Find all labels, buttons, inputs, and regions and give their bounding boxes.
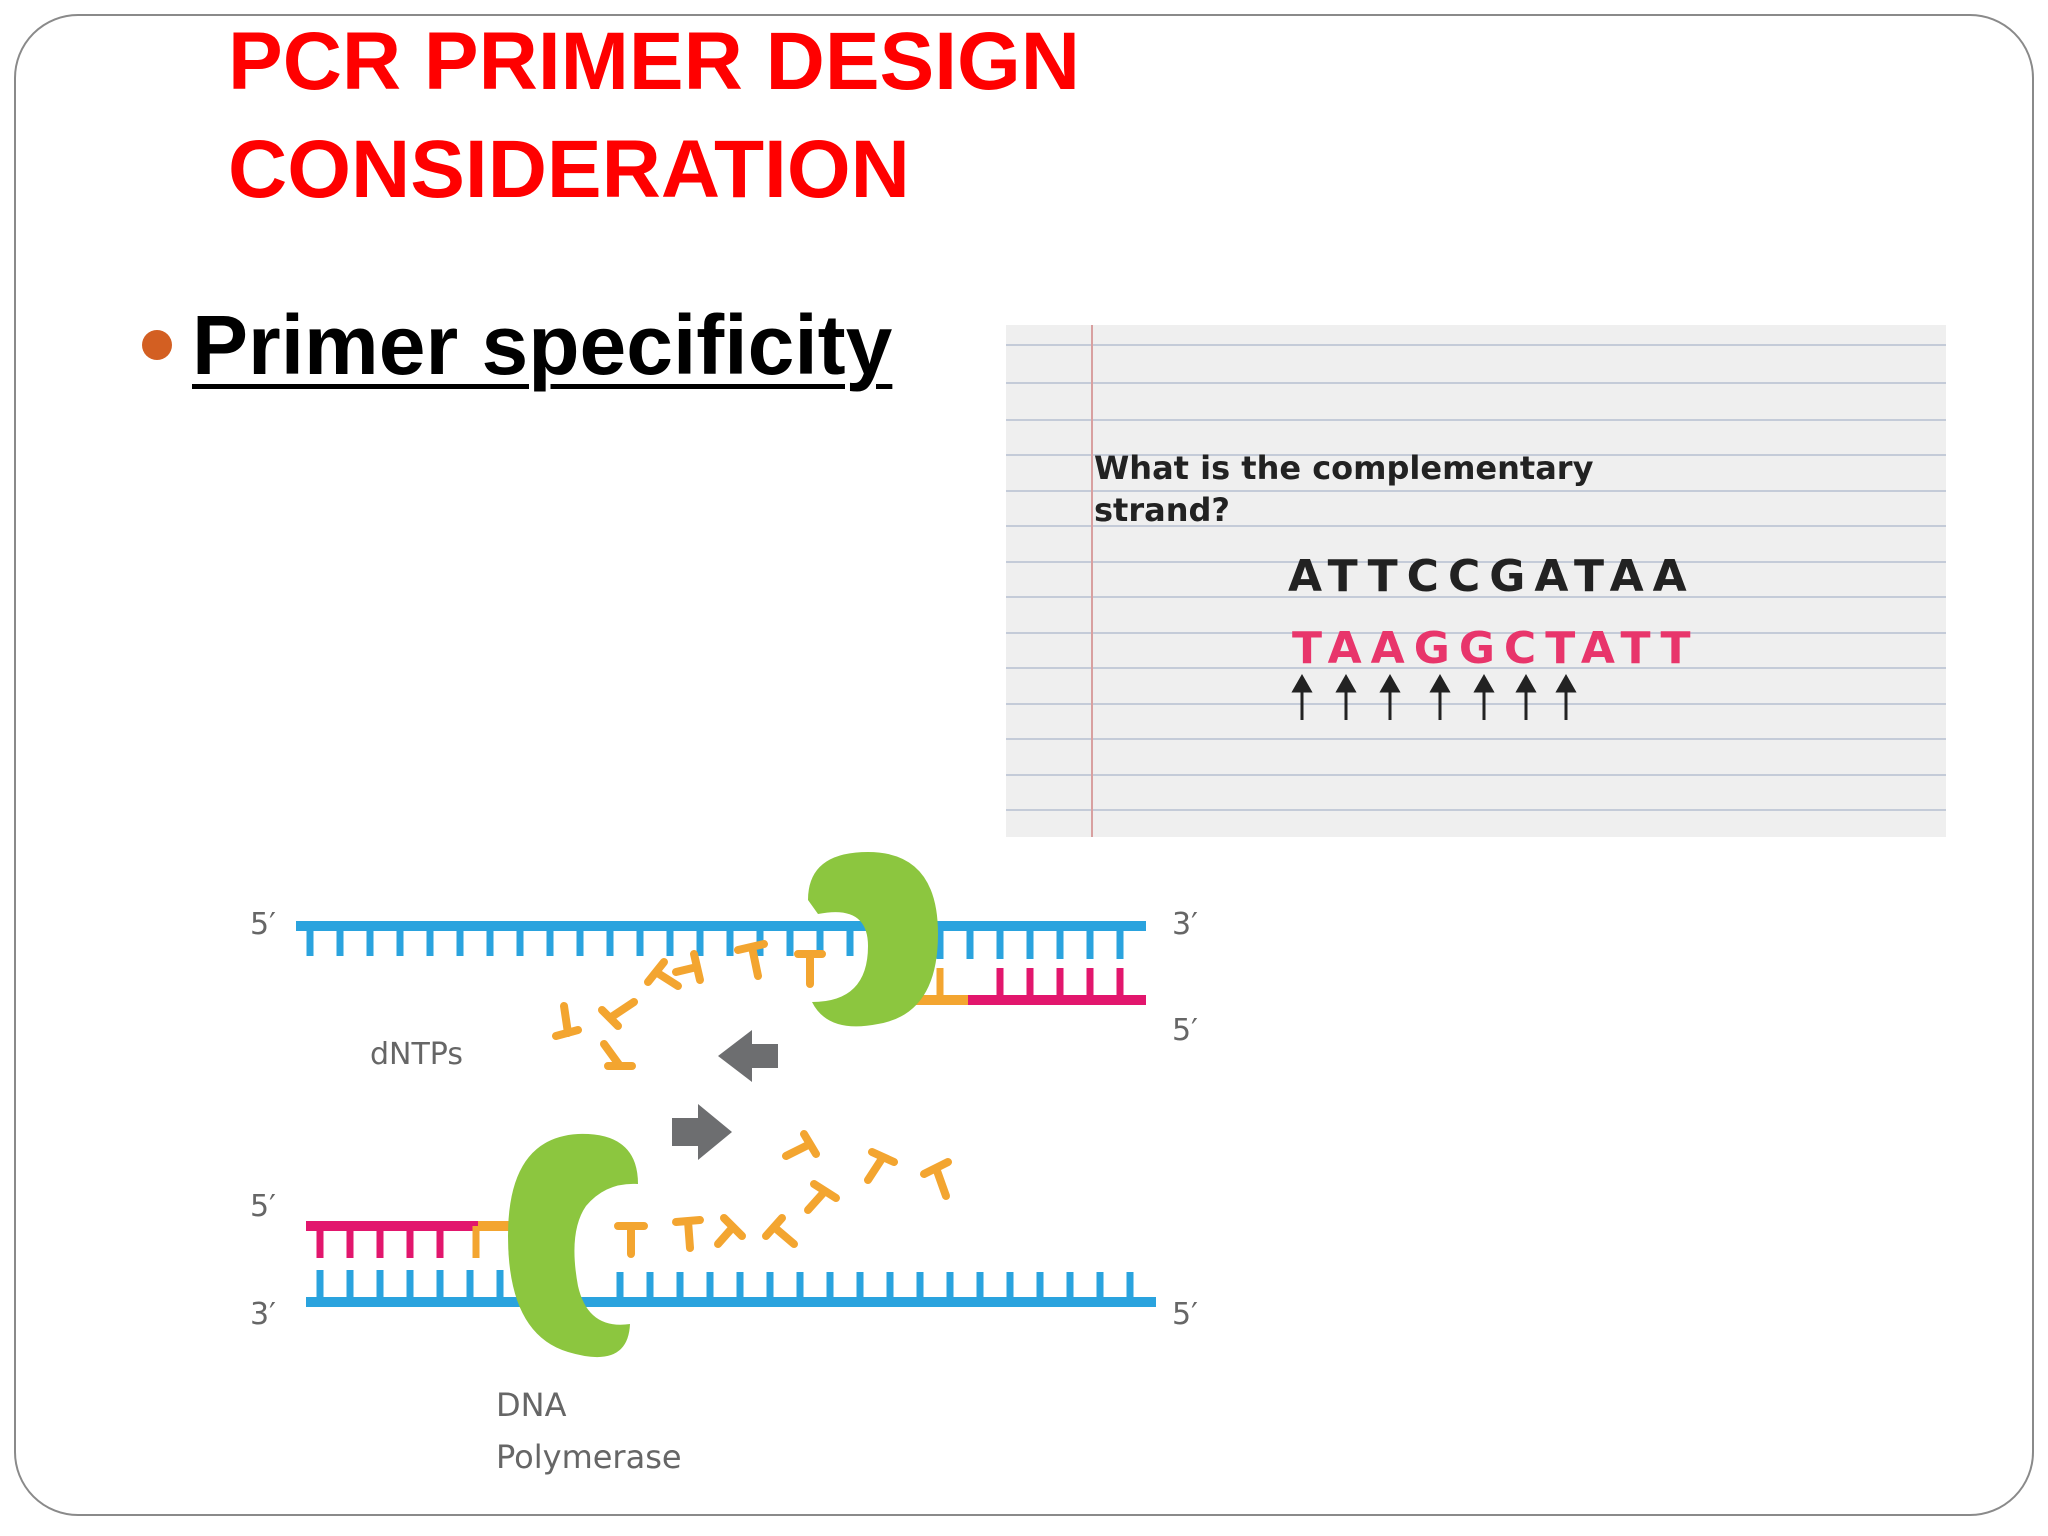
label-bottom-right-5prime: 5′ — [1172, 1297, 1198, 1332]
label-top-left-5prime: 5′ — [250, 907, 276, 942]
label-bottom-left-5prime: 5′ — [250, 1189, 276, 1224]
label-bottom-left-3prime: 3′ — [250, 1297, 276, 1332]
up-arrow-icon — [1429, 673, 1451, 720]
bottom-primer-ticks — [316, 1226, 444, 1258]
up-arrow-icon — [1291, 673, 1313, 720]
dna-replication-diagram: 5′ 3′ 5′ dNTPs 5′ 3′ — [250, 852, 1198, 1476]
paper-ruled-lines — [1006, 344, 1946, 811]
pairing-arrows — [1291, 673, 1577, 720]
complementary-strand: TAAGGCTATT — [1292, 623, 1700, 674]
paper-background — [1006, 325, 1946, 837]
up-arrow-icon — [1379, 673, 1401, 720]
bullet-text: Primer specificity — [192, 297, 893, 392]
up-arrow-icon — [1515, 673, 1537, 720]
complementary-strand-image: What is the complementary strand? ATTCCG… — [1006, 325, 1946, 837]
top-polymerase-icon — [808, 852, 938, 1027]
dntps-label: dNTPs — [370, 1037, 463, 1072]
up-arrow-icon — [1473, 673, 1495, 720]
question-line-2: strand? — [1094, 491, 1230, 529]
slide-title: PCR PRIMER DESIGN CONSIDERATION — [228, 8, 1080, 224]
bullet-dot-icon — [142, 330, 172, 360]
top-primer-ticks — [996, 968, 1124, 1000]
bottom-polymerase-icon — [508, 1133, 638, 1358]
title-line-1: PCR PRIMER DESIGN — [228, 16, 1080, 107]
polymerase-label-line-2: Polymerase — [496, 1438, 682, 1476]
top-dntps — [552, 940, 826, 1070]
title-line-2: CONSIDERATION — [228, 124, 910, 215]
template-strand: ATTCCGATAA — [1288, 551, 1696, 602]
up-arrow-icon — [1335, 673, 1357, 720]
bottom-dntps — [614, 1130, 952, 1258]
label-top-right-3prime: 3′ — [1172, 907, 1198, 942]
question-line-1: What is the complementary — [1094, 449, 1594, 487]
bottom-direction-arrow-icon — [672, 1104, 732, 1160]
up-arrow-icon — [1555, 673, 1577, 720]
label-top-right-5prime: 5′ — [1172, 1013, 1198, 1048]
bullet-item: Primer specificity — [142, 290, 892, 400]
top-direction-arrow-icon — [718, 1030, 778, 1082]
polymerase-label-line-1: DNA — [496, 1386, 567, 1424]
